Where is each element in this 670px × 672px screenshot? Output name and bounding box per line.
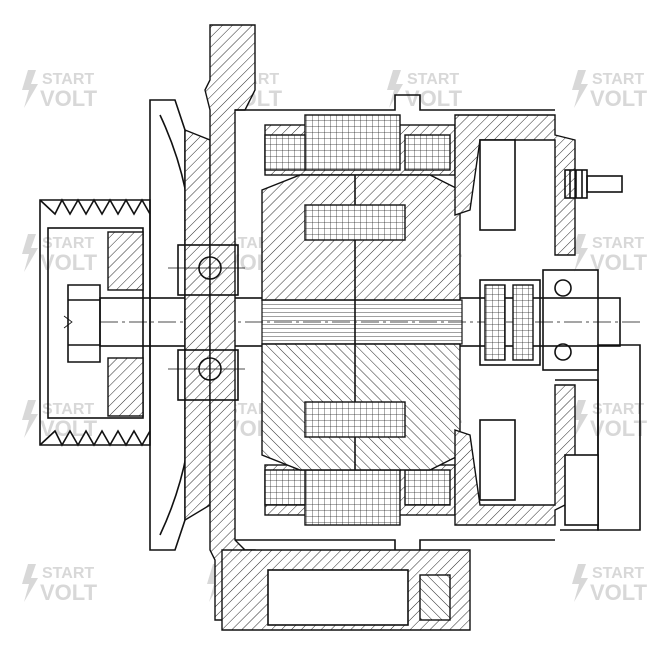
front-bearing: [168, 244, 245, 401]
watermark-brand-line2: VOLT: [590, 86, 648, 111]
watermark-brand-line2: VOLT: [405, 86, 463, 111]
rear-bearing: [542, 269, 599, 371]
stator-winding: [264, 114, 451, 526]
watermark-brand-line2: VOLT: [590, 580, 648, 605]
watermark-brand-line1: START: [407, 71, 459, 88]
voltage-regulator: [555, 344, 641, 531]
bolt-icon: [22, 234, 38, 272]
bolt-icon: [572, 400, 588, 438]
watermark-brand-line1: START: [592, 235, 644, 252]
slip-rings: [479, 279, 541, 366]
bolt-icon: [572, 234, 588, 272]
bolt-icon: [387, 70, 403, 108]
watermark-brand-line2: VOLT: [590, 416, 648, 441]
watermark-brand-line1: START: [592, 565, 644, 582]
watermark-brand-line1: START: [592, 401, 644, 418]
rear-housing: [454, 114, 576, 526]
field-winding: [304, 204, 406, 438]
watermark-brand-line2: VOLT: [590, 250, 648, 275]
bolt-icon: [22, 400, 38, 438]
watermark-brand-line1: START: [42, 235, 94, 252]
bolt-icon: [22, 564, 38, 602]
cooling-fan: [149, 99, 211, 551]
bolt-icon: [572, 70, 588, 108]
watermark-brand-line2: VOLT: [40, 580, 98, 605]
bolt-icon: [22, 70, 38, 108]
rotor-shaft: [99, 297, 640, 347]
watermark-brand-line1: START: [42, 565, 94, 582]
watermark-brand-line1: START: [42, 401, 94, 418]
pulley-nut: [63, 284, 101, 363]
front-housing: [204, 24, 555, 631]
watermark-brand-line1: START: [42, 71, 94, 88]
watermark-brand-line2: VOLT: [40, 250, 98, 275]
watermark-brand-line2: VOLT: [40, 86, 98, 111]
watermark-brand-line1: START: [592, 71, 644, 88]
output-terminal-bolt: [564, 169, 623, 199]
bolt-icon: [572, 564, 588, 602]
pulley: [39, 198, 151, 447]
